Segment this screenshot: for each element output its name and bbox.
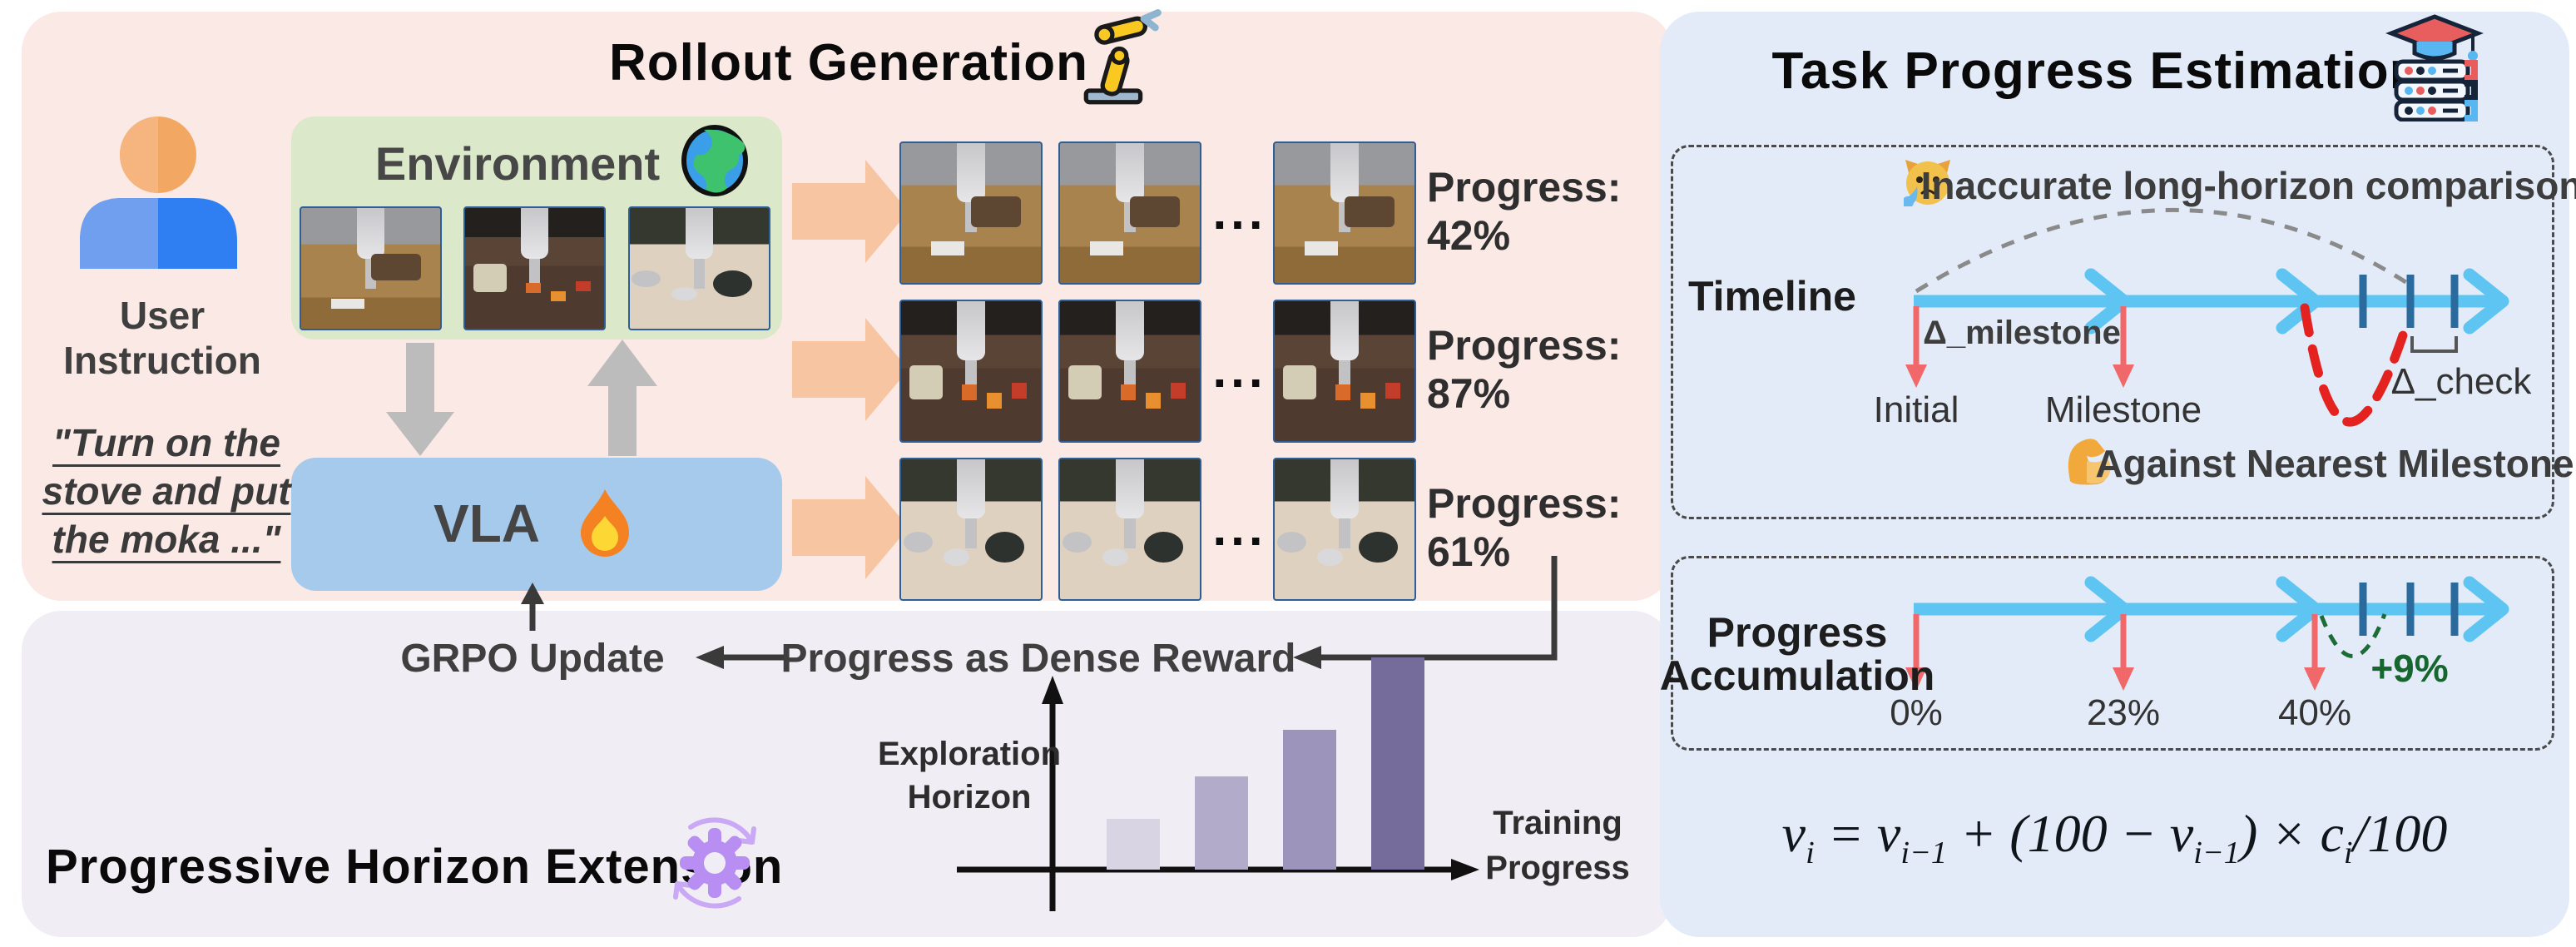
instruction-quote-line1: "Turn on the	[52, 421, 280, 464]
timeline2-chevron-1	[2084, 576, 2131, 642]
progress-value-row3: Progress: 61%	[1427, 480, 1622, 575]
x-axis-label-line1: Training	[1493, 805, 1622, 841]
env-image-study	[300, 206, 442, 330]
ellipsis: ...	[1212, 341, 1267, 398]
rollout-frame	[1058, 300, 1201, 443]
user-label-line1: User	[119, 294, 206, 337]
env-to-vla-arrow	[386, 343, 454, 456]
env-image-cans	[463, 206, 606, 330]
timeline1-chevron-2	[2276, 268, 2322, 335]
ellipsis: ...	[1212, 499, 1267, 556]
timeline-label: Timeline	[1688, 273, 1856, 320]
dense-reward-label: Progress as Dense Reward	[780, 637, 1296, 681]
grpo-to-vla-arrow-head	[521, 583, 544, 604]
accum-marker-23-head	[2113, 667, 2134, 691]
y-axis-label-line1: Exploration	[877, 736, 1062, 772]
environment-title: Environment	[374, 137, 661, 190]
accumulation-label-line1: Progress	[1707, 609, 1888, 656]
gain-dashed-curve	[2319, 613, 2387, 658]
user-icon	[80, 117, 237, 269]
long-horizon-dashed-arc	[1915, 208, 2409, 294]
y-axis-label-line2: Horizon	[907, 779, 1032, 816]
timeline2-chevron-end	[2463, 576, 2509, 642]
ellipsis: ...	[1212, 183, 1267, 240]
rollout-frame	[1273, 141, 1416, 285]
instruction-quote-line3: the moka ..."	[52, 518, 281, 561]
formula-part: /100	[2352, 804, 2448, 863]
rollout-frame	[899, 141, 1043, 285]
progress-value-row2: Progress: 87%	[1427, 322, 1622, 417]
task-progress-estimation-panel	[1660, 12, 2569, 937]
x-axis-label-line2: Progress	[1485, 850, 1630, 886]
accum-marker-0-head	[1905, 667, 1927, 691]
accum-value-23: 23%	[2086, 692, 2161, 733]
timeline-dashed-box	[1671, 145, 2554, 519]
fire-icon	[581, 489, 629, 558]
robot-arm-icon	[1083, 9, 1162, 105]
accumulation-dashed-box	[1671, 556, 2554, 751]
reward-to-grpo-arrow-head	[696, 646, 724, 669]
exploration-bar-2	[1195, 776, 1248, 870]
vla-box	[291, 458, 782, 591]
vla-to-env-arrow	[587, 340, 657, 456]
accum-value-0: 0%	[1890, 692, 1943, 733]
formula-part: vi	[1781, 804, 1815, 870]
nearest-milestone-dashed-check	[2300, 303, 2410, 427]
grad-server-icon	[2385, 14, 2484, 121]
timeline1-chevron-1	[2084, 268, 2131, 335]
horizon-title: Progressive Horizon Extension	[46, 840, 784, 894]
estimation-title: Task Progress Estimation	[1771, 42, 2422, 100]
formula-part: ) × ci	[2239, 804, 2353, 870]
grpo-update-label: GRPO Update	[400, 637, 665, 681]
rollout-arrow-3	[792, 476, 909, 579]
accum-value-40: 40%	[2277, 692, 2352, 733]
rollout-arrow-2	[792, 318, 909, 421]
vla-label: VLA	[433, 493, 540, 553]
exploration-bar-4	[1371, 657, 1424, 870]
accumulation-formula: vi = vi−1 + (100 − vi−1) × ci/100	[1660, 803, 2569, 871]
exploration-bar-1	[1107, 819, 1160, 870]
chart-y-axis-arrow	[1042, 676, 1063, 704]
rollout-arrow-1	[792, 160, 909, 263]
rollout-title: Rollout Generation	[609, 34, 1088, 92]
earth-icon	[681, 125, 748, 196]
rollout-frame	[1273, 300, 1416, 443]
user-label-line2: Instruction	[63, 339, 261, 382]
delta-milestone-label: Δ_milestone	[1923, 315, 2121, 351]
accumulation-label-line2: Accumulation	[1659, 652, 1935, 699]
accum-gain-label: +9%	[2370, 647, 2449, 690]
timeline-warning: Inaccurate long-horizon comparison	[1920, 164, 2576, 207]
exploration-bar-3	[1283, 730, 1336, 870]
gear-cycle-icon	[673, 817, 756, 909]
rollout-frame	[899, 458, 1043, 601]
milestone-marker-head	[2113, 364, 2134, 388]
delta-check-bracket	[2410, 336, 2458, 353]
timeline1-chevron-end	[2463, 268, 2509, 335]
delta-check-label: Δ_check	[2390, 361, 2532, 402]
initial-marker-head	[1905, 364, 1927, 388]
formula-part: + (100 − vi−1	[1947, 804, 2240, 870]
initial-label: Initial	[1873, 389, 1959, 430]
muscle-icon	[2068, 439, 2111, 485]
rollout-frame	[1058, 141, 1201, 285]
formula-part: = vi−1	[1814, 804, 1948, 870]
chart-x-axis-arrow	[1451, 859, 1479, 880]
accum-marker-40-head	[2304, 667, 2326, 691]
milestone-label: Milestone	[2044, 389, 2202, 430]
instruction-quote-line2: stove and put	[42, 469, 291, 513]
rollout-frame	[1273, 458, 1416, 601]
timeline2-chevron-2	[2276, 576, 2322, 642]
against-milestone-note: Against Nearest Milestone	[2095, 442, 2574, 485]
crying-cat-icon	[1904, 160, 1950, 206]
progress-value-row1: Progress: 42%	[1427, 164, 1622, 259]
env-image-moka	[628, 206, 770, 330]
progress-to-reward-arrow-head	[1293, 646, 1321, 669]
rollout-frame	[1058, 458, 1201, 601]
rollout-frame	[899, 300, 1043, 443]
